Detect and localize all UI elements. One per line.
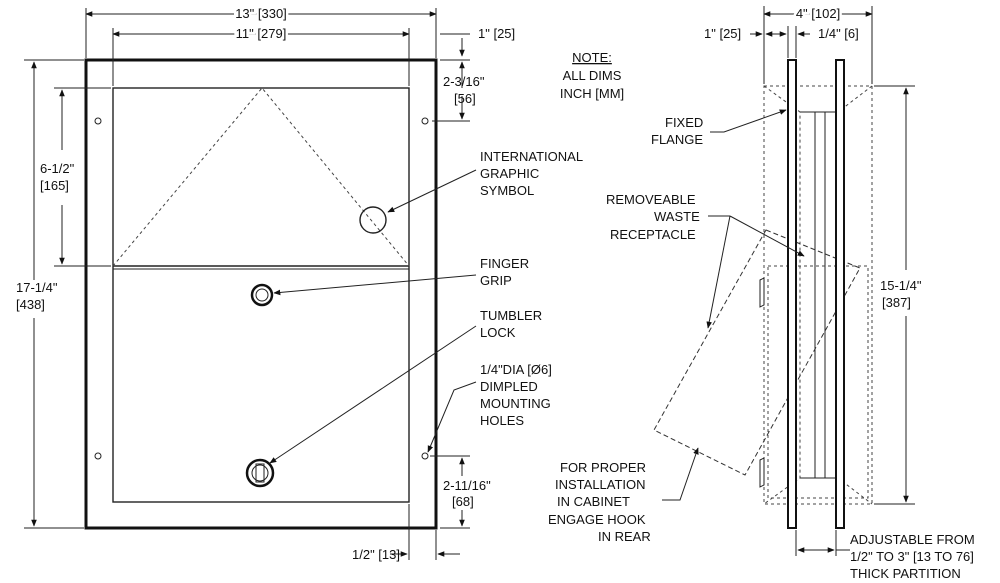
callout-text: HOLES	[480, 413, 524, 428]
fixed-flange-left	[787, 59, 797, 529]
callout-text: ADJUSTABLE FROM	[850, 532, 975, 547]
fixed-flange-right	[835, 59, 845, 529]
callout-partition: ADJUSTABLE FROM 1/2" TO 3" [13 TO 76] TH…	[850, 532, 975, 581]
callout-text: SYMBOL	[480, 183, 534, 198]
dim-side-height-mm: [387]	[882, 295, 911, 310]
callout-text: GRIP	[480, 273, 512, 288]
dim-flange: 1" [25]	[704, 26, 741, 41]
door-panel	[112, 87, 410, 503]
finger-grip[interactable]	[250, 283, 274, 307]
callout-text: GRAPHIC	[480, 166, 539, 181]
tumbler-lock[interactable]	[245, 458, 275, 488]
side-view: 4" [102] 1" [25] 1/4" [6] 15-1/4" [387]	[653, 4, 922, 556]
callout-text: MOUNTING	[480, 396, 551, 411]
callout-text: ENGAGE HOOK	[548, 512, 646, 527]
callout-text: RECEPTACLE	[610, 227, 696, 242]
callout-text: LOCK	[480, 325, 516, 340]
callout-text: FOR PROPER	[560, 460, 646, 475]
note-block: NOTE: ALL DIMS INCH [MM]	[560, 50, 624, 101]
mounting-hole	[94, 117, 102, 125]
front-view: 13" [330] 11" [279] 1" [25] 2-3/16" [56]…	[16, 4, 515, 563]
dim-thickness: 1/4" [6]	[818, 26, 859, 41]
note-line-1: ALL DIMS	[563, 68, 622, 83]
symbol-circle	[359, 206, 387, 234]
graphic-triangle	[112, 87, 410, 267]
housing-outline	[763, 85, 873, 505]
dim-top-hole: 2-3/16"	[443, 74, 485, 89]
callout-text: 1/4"DIA [Ø6]	[480, 362, 552, 377]
callout-text: FIXED	[665, 115, 703, 130]
callout-text: IN REAR	[598, 529, 651, 544]
dim-bottom-offset: 1/2" [13]	[352, 547, 400, 562]
callout-text: INTERNATIONAL	[480, 149, 583, 164]
callout-text: 1/2" TO 3" [13 TO 76]	[850, 549, 974, 564]
mounting-hole	[421, 117, 429, 125]
callout-text: INSTALLATION	[555, 477, 646, 492]
receptacle-removed	[653, 229, 861, 476]
callout-flange: FIXED FLANGE	[651, 109, 787, 147]
callout-text: REMOVEABLE	[606, 192, 696, 207]
mounting-hole	[421, 452, 429, 460]
note-line-2: INCH [MM]	[560, 86, 624, 101]
callout-text: FLANGE	[651, 132, 703, 147]
dim-overall-width: 13" [330]	[235, 6, 287, 21]
dim-overall-height: 17-1/4"	[16, 280, 58, 295]
callout-text: WASTE	[654, 209, 700, 224]
callout-symbol: INTERNATIONAL GRAPHIC SYMBOL	[387, 149, 583, 213]
callout-text: FINGER	[480, 256, 529, 271]
dim-depth: 4" [102]	[796, 6, 840, 21]
dim-upper-height-mm: [165]	[40, 178, 69, 193]
callout-waste: REMOVEABLE WASTE RECEPTACLE	[606, 192, 805, 329]
dim-upper-height: 6-1/2"	[40, 161, 75, 176]
mounting-hole	[94, 452, 102, 460]
callout-lock: TUMBLER LOCK	[269, 308, 542, 464]
callout-text: THICK PARTITION	[850, 566, 961, 581]
callout-text: DIMPLED	[480, 379, 538, 394]
receptacle-installed	[767, 265, 869, 499]
dim-door-width: 11" [279]	[236, 26, 287, 41]
callout-holes: 1/4"DIA [Ø6] DIMPLED MOUNTING HOLES	[427, 362, 552, 453]
callout-install: FOR PROPER INSTALLATION IN CABINET ENGAG…	[548, 447, 699, 544]
note-title: NOTE:	[572, 50, 612, 65]
dim-flange-right: 1" [25]	[478, 26, 515, 41]
dim-top-hole-mm: [56]	[454, 91, 476, 106]
callout-text: TUMBLER	[480, 308, 542, 323]
dim-overall-height-mm: [438]	[16, 297, 45, 312]
outer-flange	[84, 58, 438, 530]
dim-bottom-hole-mm: [68]	[452, 494, 474, 509]
dim-bottom-hole: 2-11/16"	[443, 478, 491, 493]
dim-side-height: 15-1/4"	[880, 278, 922, 293]
callout-grip: FINGER GRIP	[273, 256, 529, 296]
callout-text: IN CABINET	[557, 494, 630, 509]
